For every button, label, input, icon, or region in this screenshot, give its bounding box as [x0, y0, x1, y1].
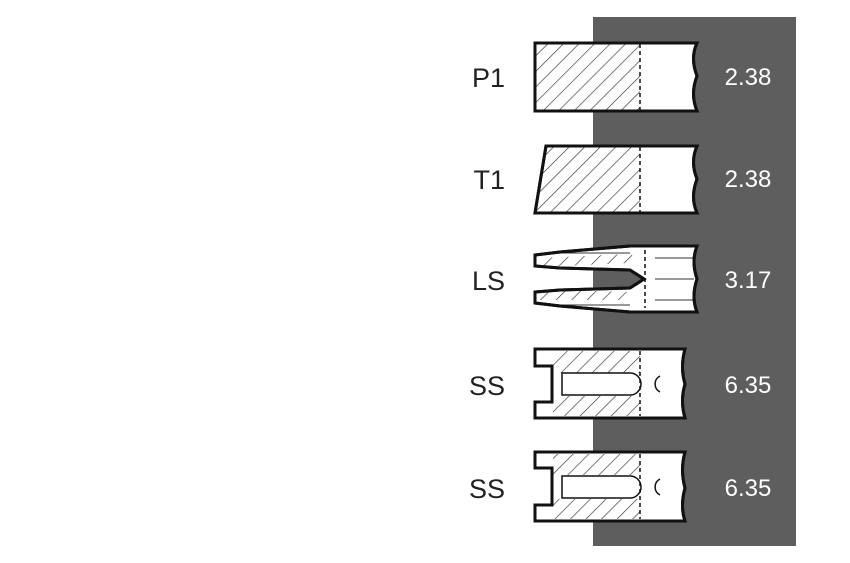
ring-profile-ss-1: [533, 347, 688, 420]
ring-profile-ls: [533, 244, 700, 314]
ring-dimension-value: 2.38: [725, 64, 772, 91]
ring-dimension-value: 2.38: [725, 166, 772, 193]
ring-code-label: T1: [473, 165, 505, 195]
ring-profile-t1: [533, 144, 700, 215]
ring-profile-p1: [533, 41, 700, 113]
ring-code-label: SS: [469, 474, 505, 504]
ring-code-label: SS: [469, 371, 505, 401]
ring-dimension-value: 6.35: [725, 372, 772, 399]
ring-dimension-value: 3.17: [725, 267, 772, 294]
ring-code-label: LS: [472, 266, 505, 296]
ring-profile-ss-2: [533, 450, 688, 523]
ring-code-label: P1: [472, 63, 505, 93]
ring-dimension-value: 6.35: [725, 475, 772, 502]
